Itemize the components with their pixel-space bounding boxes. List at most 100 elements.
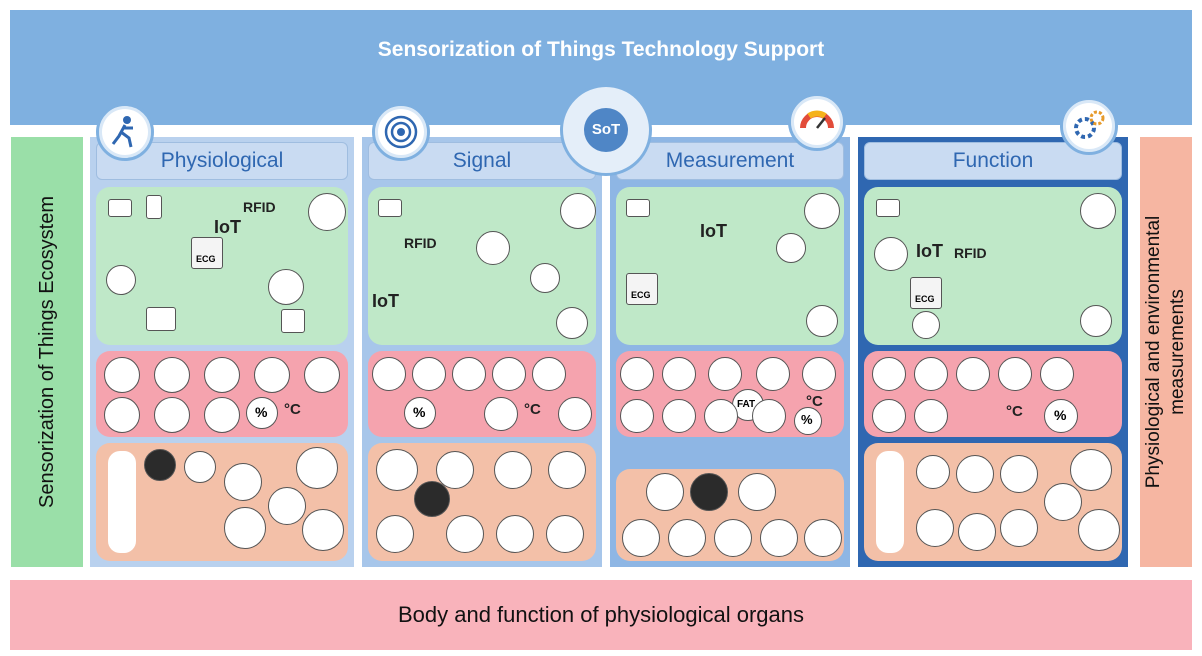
measurements-label-line-1: Physiological and environmental (1143, 215, 1164, 489)
signal-badge-icon (372, 103, 430, 161)
temperature-label: °C (806, 393, 823, 410)
body-function-band: Body and function of physiological organ… (10, 580, 1192, 650)
ecg-label: ECG (196, 254, 216, 264)
face-icon (872, 357, 906, 391)
scale-icon (914, 357, 948, 391)
lungs-icon (452, 357, 486, 391)
percent-label: % (801, 412, 813, 427)
hair-icon (436, 451, 474, 489)
running-icon (224, 463, 262, 501)
ecg-icon: ECG (910, 277, 942, 309)
fat-label: FAT (737, 399, 756, 410)
iot-label: IoT (372, 291, 399, 311)
cells-icon (204, 397, 240, 433)
torso-icon (646, 473, 684, 511)
technology-support-title: Sensorization of Things Technology Suppo… (377, 38, 825, 61)
technology-icons-panel: IoT RFID ECG (864, 187, 1122, 345)
database-icon (268, 269, 304, 305)
brain-icon (484, 397, 518, 431)
gauge-icon (800, 110, 834, 129)
sitting-icon (268, 487, 306, 525)
face-icon (372, 357, 406, 391)
organ-icons-panel: % °C (368, 351, 596, 437)
ecg-icon: ECG (191, 237, 223, 269)
climbing-icon (1070, 449, 1112, 491)
organ-icons-panel: % °C (96, 351, 348, 437)
climbing-icon (296, 447, 338, 489)
exit-icon (281, 309, 305, 333)
muscle-icon (620, 399, 654, 433)
rfid-label: RFID (404, 235, 437, 251)
column-signal: Signal RFID IoT % °C (362, 103, 602, 567)
laptop-icon (378, 199, 402, 217)
heart-rate-icon (412, 357, 446, 391)
laptop-icon (876, 199, 900, 217)
temperature-label: °C (284, 401, 301, 418)
cells-icon (532, 357, 566, 391)
iot-label: IoT (700, 221, 727, 241)
laptop-icon (626, 199, 650, 217)
internet-globe-icon (874, 237, 908, 271)
muscle-icon (494, 451, 532, 489)
iot-label: IoT (214, 217, 241, 237)
brain-icon (154, 397, 190, 433)
hair-icon (916, 455, 950, 489)
column-title: Measurement (616, 142, 844, 180)
body-silhouette-icon (876, 451, 904, 553)
database-icon (556, 307, 588, 339)
sitting-icon (958, 513, 996, 551)
gauge-badge-icon (788, 93, 846, 151)
gears-icon (1074, 110, 1105, 139)
face-icon (620, 357, 654, 391)
organ-icons-panel: °C % (864, 351, 1122, 437)
lungs-icon (916, 509, 954, 547)
neuron-icon (414, 481, 450, 517)
body-icons-panel (864, 443, 1122, 561)
lungs-icon (376, 515, 414, 553)
head-icon (752, 399, 786, 433)
hiking-icon (760, 519, 798, 557)
column-measurement: Measurement IoT ECG FAT °C % (610, 93, 850, 567)
heart-rate-icon (154, 357, 190, 393)
rfid-label: RFID (954, 245, 987, 261)
sitting-icon (548, 451, 586, 489)
knee-icon (104, 397, 140, 433)
hair-icon (872, 399, 906, 433)
database-icon (806, 305, 838, 337)
humidity-icon: % (1044, 399, 1078, 433)
gymnastics-icon (1000, 509, 1038, 547)
smartwatch-icon (146, 195, 162, 219)
brain-icon (704, 399, 738, 433)
sun-icon (106, 265, 136, 295)
laptop-icon (108, 199, 132, 217)
sleeping-icon (546, 515, 584, 553)
signal-waves-icon (384, 115, 418, 149)
ecg-label: ECG (631, 290, 651, 300)
head-icon (998, 357, 1032, 391)
cycling-icon (302, 509, 344, 551)
heart-rate-icon (708, 357, 742, 391)
organ-icons-panel: FAT °C % (616, 351, 844, 437)
humidity-icon: % (404, 397, 436, 429)
heart-organ-icon (668, 519, 706, 557)
column-function: Function IoT RFID ECG °C % (858, 97, 1128, 567)
torso-icon (376, 449, 418, 491)
humidity-icon: % (794, 407, 822, 435)
technology-icons-panel: IoT RFID ECG (96, 187, 348, 345)
humidity-icon: % (246, 397, 278, 429)
running-icon (714, 519, 752, 557)
scale-icon (662, 357, 696, 391)
ecg-label: ECG (915, 294, 935, 304)
running-icon (956, 455, 994, 493)
technology-icons-panel: IoT ECG (616, 187, 844, 345)
body-icons-panel (616, 469, 844, 561)
column-title: Signal (368, 142, 596, 180)
measurements-side-panel: Physiological and environmental measurem… (1140, 137, 1192, 567)
analog-digital-icon (1080, 193, 1116, 229)
body-silhouette-icon (108, 451, 136, 553)
inhaler-icon (1040, 357, 1074, 391)
neuron-icon (690, 473, 728, 511)
column-physiological: Physiological IoT RFID ECG % °C (90, 103, 354, 567)
face-icon (104, 357, 140, 393)
internet-globe-icon (476, 231, 510, 265)
